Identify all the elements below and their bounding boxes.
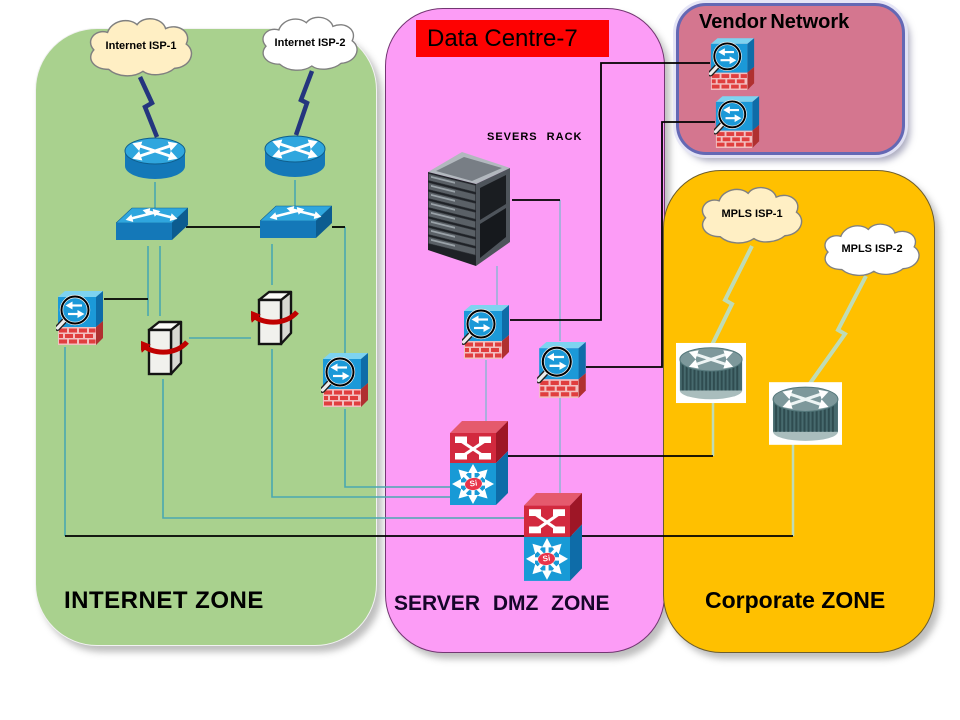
internet-router-1-icon[interactable] — [123, 136, 187, 182]
bolt-mpls1-link — [709, 245, 754, 348]
l3-switch-2-icon[interactable] — [524, 493, 584, 583]
bolt-isp2-link — [293, 70, 315, 136]
link-tower2-l3switch1 — [271, 349, 452, 498]
vendor-firewall-2-icon[interactable] — [714, 96, 762, 150]
vpn-server-1-icon[interactable] — [141, 313, 189, 379]
cloud-mpls-isp-1[interactable]: MPLS ISP-1 — [694, 182, 810, 248]
dmz-firewall-1-icon[interactable] — [462, 305, 512, 361]
internet-firewall-1-icon[interactable] — [56, 291, 106, 347]
vendor-network-label: Vendor Network — [699, 11, 850, 33]
bolt-mpls2-link — [804, 275, 868, 391]
lan-switch-2-icon[interactable] — [260, 204, 332, 244]
link-firewall2-l3switch1 — [344, 409, 452, 488]
link-dmzfw2-vendorfw2 — [586, 121, 715, 368]
lan-switch-1-icon[interactable] — [116, 206, 188, 246]
link-tower1-l3switch2 — [162, 379, 527, 519]
cloud-label: Internet ISP-2 — [274, 37, 346, 50]
cloud-label: Internet ISP-1 — [105, 40, 177, 53]
cloud-label: MPLS ISP-1 — [721, 208, 783, 221]
data-centre-banner: Data Centre-7 — [416, 20, 609, 57]
cloud-label: MPLS ISP-2 — [841, 243, 903, 256]
cloud-mpls-isp-2[interactable]: MPLS ISP-2 — [817, 219, 927, 280]
link-dmzfw1-vendorfw1 — [510, 62, 710, 321]
internet-router-2-icon[interactable] — [263, 134, 327, 180]
l3-switch-1-icon[interactable] — [450, 421, 510, 507]
vendor-firewall-1-icon[interactable] — [709, 38, 757, 92]
servers-rack-icon[interactable] — [420, 142, 515, 272]
internet-firewall-2-icon[interactable] — [321, 353, 371, 409]
servers-rack-label: SEVERS RACK — [487, 131, 583, 143]
mpls-router-2-icon[interactable] — [769, 382, 842, 445]
cloud-internet-isp-1[interactable]: Internet ISP-1 — [82, 13, 200, 81]
mpls-router-1-icon[interactable] — [676, 342, 746, 404]
cloud-internet-isp-2[interactable]: Internet ISP-2 — [255, 12, 365, 75]
corporate-zone-label: Corporate ZONE — [705, 587, 886, 613]
dmz-firewall-2-icon[interactable] — [537, 342, 589, 400]
vpn-server-2-icon[interactable] — [251, 283, 299, 349]
bolt-isp1-link — [137, 76, 160, 138]
server-dmz-zone-label: SERVER DMZ ZONE — [394, 592, 610, 615]
internet-zone-label: INTERNET ZONE — [64, 587, 264, 614]
